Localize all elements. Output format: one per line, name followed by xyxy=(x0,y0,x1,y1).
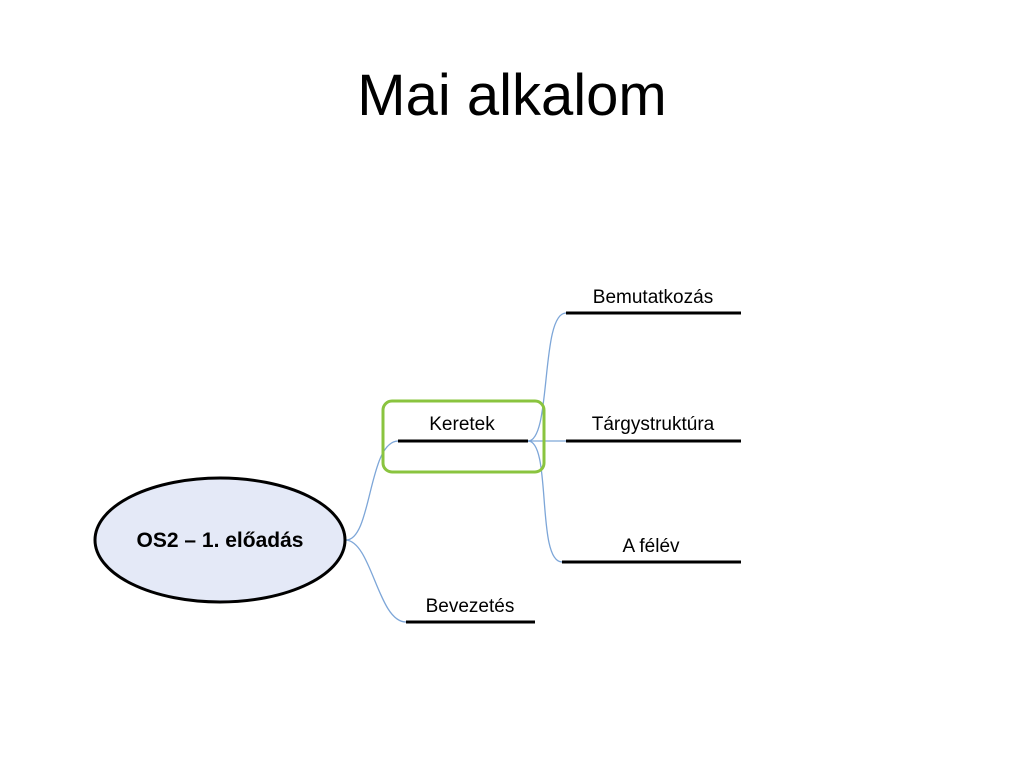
leaf-targystruktura-label: Tárgystruktúra xyxy=(592,414,715,435)
leaf-bemutatkozas-label: Bemutatkozás xyxy=(593,287,713,308)
central-node-label: OS2 – 1. előadás xyxy=(137,529,304,552)
central-node-ellipse xyxy=(93,476,347,604)
branch-bevezetes[interactable]: Bevezetés xyxy=(406,596,535,624)
highlight-frame xyxy=(381,399,546,474)
leaf-targystruktura[interactable]: Tárgystruktúra xyxy=(566,414,741,443)
leaf-bemutatkozas[interactable]: Bemutatkozás xyxy=(566,287,741,315)
connector-central-bevezetes xyxy=(345,539,407,623)
branch-keretek-label: Keretek xyxy=(429,414,495,435)
connector-keretek-bemutatkozas xyxy=(527,312,567,442)
connector-keretek-a-felev xyxy=(527,440,563,563)
branch-keretek[interactable]: Keretek xyxy=(381,399,546,474)
connector-central-keretek xyxy=(345,440,399,541)
leaf-a-felev-label: A félév xyxy=(622,536,680,557)
leaf-a-felev[interactable]: A félév xyxy=(562,536,741,564)
slide-title: Mai alkalom xyxy=(357,63,667,128)
central-node[interactable]: OS2 – 1. előadás xyxy=(93,476,347,604)
branch-bevezetes-label: Bevezetés xyxy=(426,596,515,617)
